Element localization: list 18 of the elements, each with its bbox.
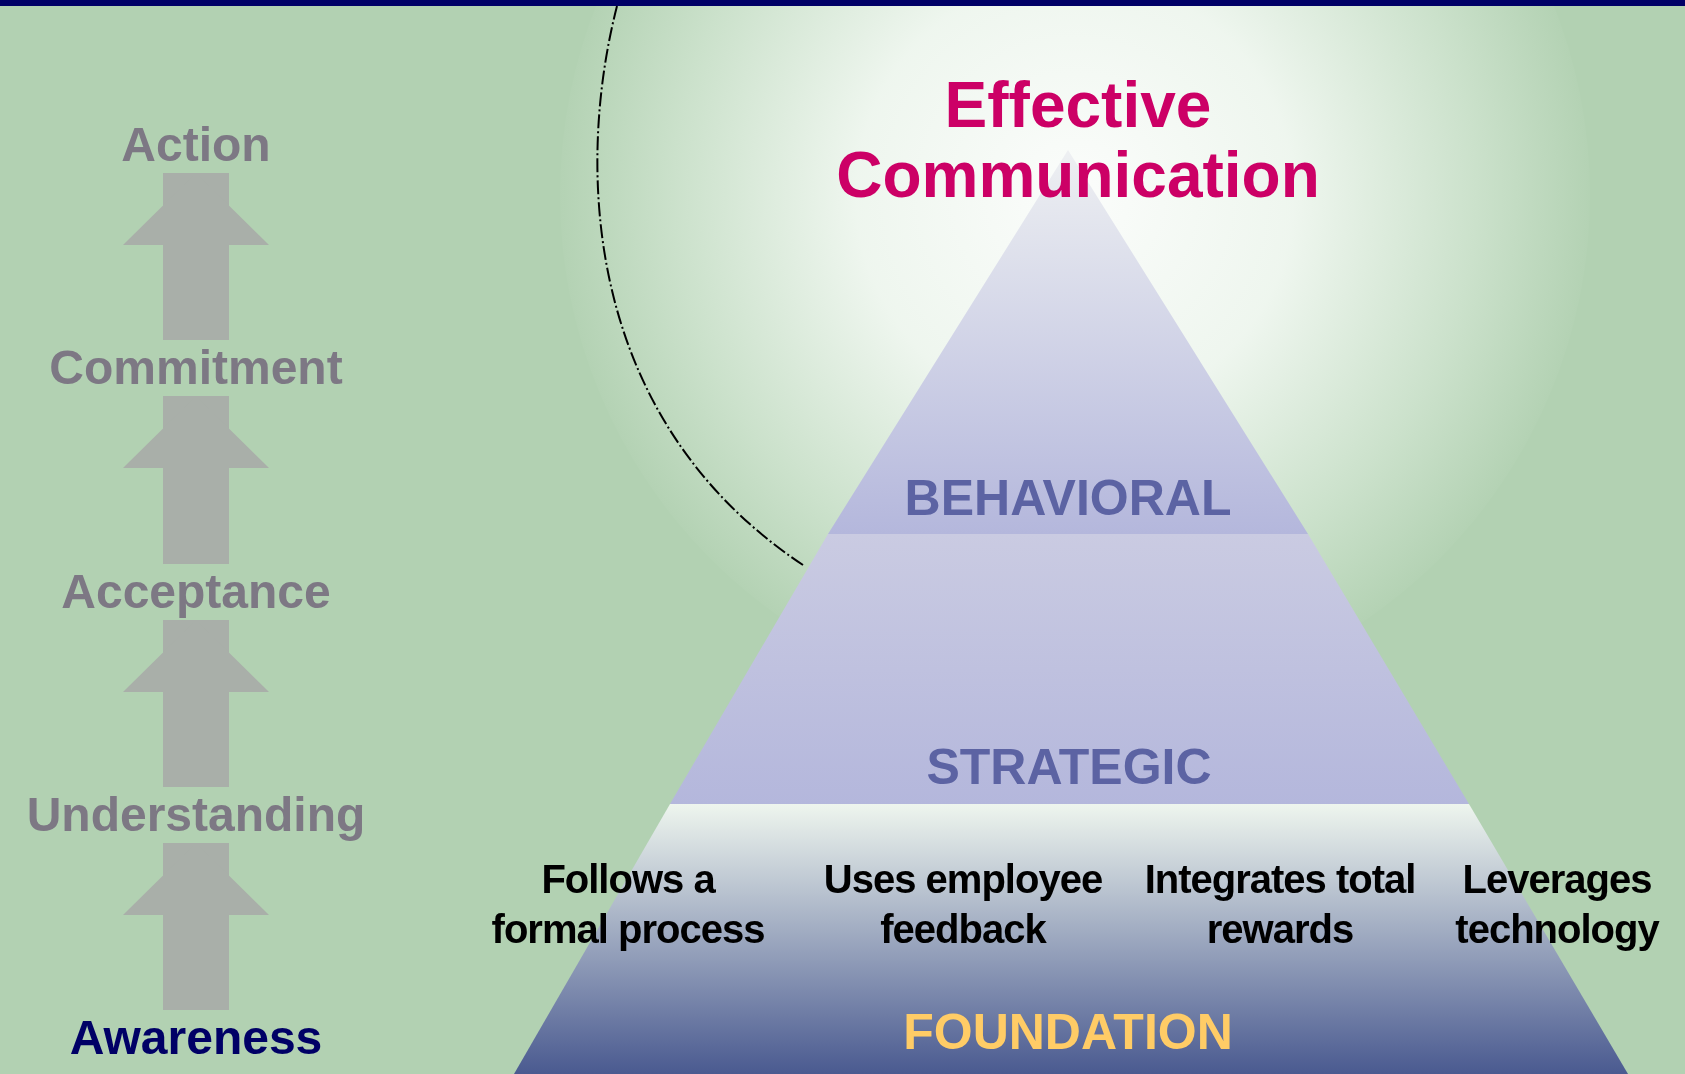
block-arrow bbox=[123, 396, 269, 564]
stage-label: Commitment bbox=[49, 340, 343, 396]
tier-label: FOUNDATION bbox=[903, 1004, 1233, 1060]
block-arrow bbox=[123, 620, 269, 787]
tier-label: STRATEGIC bbox=[926, 739, 1212, 795]
stage-label: Action bbox=[121, 117, 271, 173]
stage-label: Acceptance bbox=[61, 564, 331, 620]
foundation-item: Uses employee feedback bbox=[822, 856, 1104, 953]
stage-label: Understanding bbox=[26, 787, 366, 843]
foundation-item: Integrates total rewards bbox=[1143, 856, 1417, 953]
block-arrow bbox=[123, 843, 269, 1010]
pyramid-tier bbox=[670, 534, 1469, 804]
block-arrow bbox=[123, 173, 269, 340]
title: Effective Communication bbox=[835, 70, 1321, 210]
foundation-item: Follows a formal process bbox=[490, 856, 766, 953]
stage-label: Awareness bbox=[69, 1010, 323, 1066]
foundation-item: Leverages technology bbox=[1454, 856, 1661, 953]
tier-label: BEHAVIORAL bbox=[904, 470, 1232, 526]
